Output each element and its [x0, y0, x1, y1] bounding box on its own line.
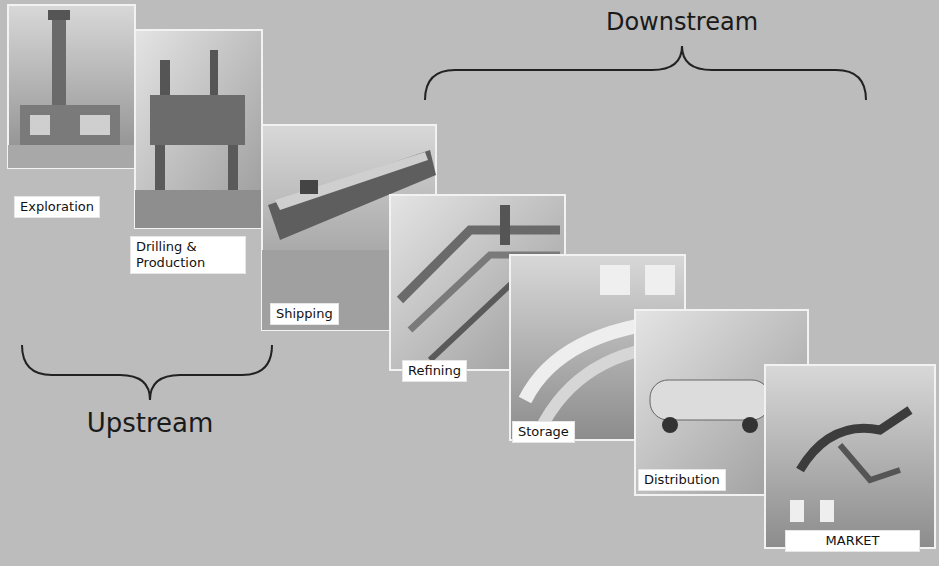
stage-name: MARKET	[791, 533, 914, 549]
downstream-bracket	[425, 46, 866, 100]
stage-label-box: Distribution	[638, 469, 726, 491]
segment-heading: Downstream	[606, 8, 758, 36]
drilling-platform-photo	[135, 30, 262, 228]
segment-heading: Upstream	[87, 408, 214, 438]
upstream-bracket	[22, 345, 272, 400]
stage-name: Shipping	[276, 306, 333, 322]
stage-label-box: Refining	[402, 360, 467, 382]
stage-name: Drilling & Production	[136, 239, 240, 271]
exploration-photo	[8, 5, 135, 168]
stage-label-box: Drilling & Production	[130, 236, 246, 274]
stage-name: Storage	[518, 424, 569, 440]
fuel-nozzle-photo	[765, 365, 935, 548]
stage-name: Distribution	[644, 472, 720, 488]
stage-label-box: Storage	[512, 421, 575, 443]
stage-label-box: Shipping	[270, 303, 339, 325]
stage-label-box: MARKET	[785, 530, 920, 552]
stage-name: Exploration	[20, 199, 94, 215]
stage-name: Refining	[408, 363, 461, 379]
stage-label-box: Exploration	[14, 196, 100, 218]
